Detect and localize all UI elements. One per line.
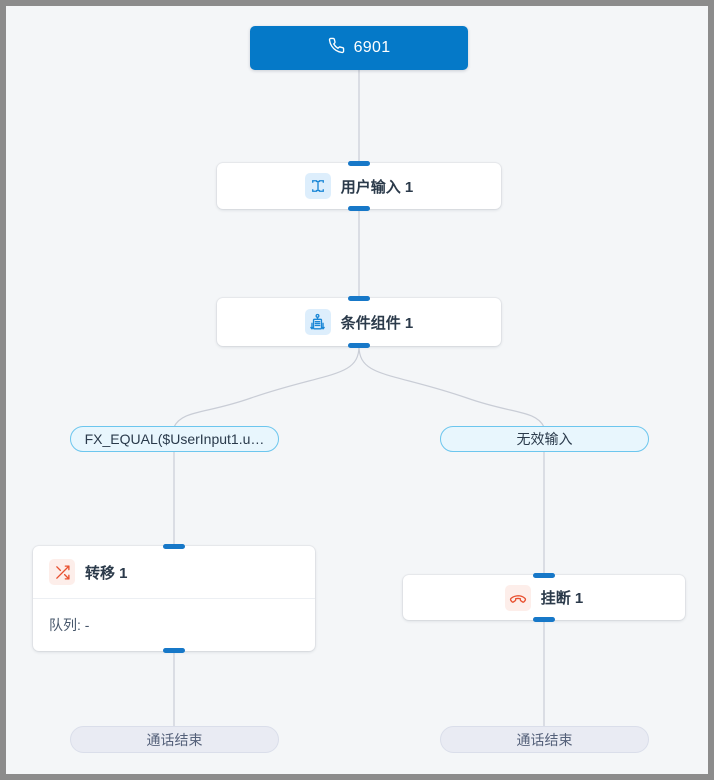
branch-label: FX_EQUAL($UserInput1.u… xyxy=(84,431,265,447)
transfer-header: 转移 1 xyxy=(33,546,315,599)
condition-icon xyxy=(304,309,331,335)
branch-pill-match[interactable]: FX_EQUAL($UserInput1.u… xyxy=(70,426,279,452)
entry-label: 6901 xyxy=(353,39,391,56)
edge-condition-to-branch-match xyxy=(173,345,360,428)
edge-condition-to-branch-invalid xyxy=(358,345,545,428)
handle-top[interactable] xyxy=(348,161,370,166)
flow-canvas[interactable]: 6901 用户输入 1 条件组件 1 xyxy=(6,6,708,774)
terminator-label: 通话结束 xyxy=(516,731,573,748)
node-entry-6901[interactable]: 6901 xyxy=(250,26,468,70)
node-title: 用户输入 1 xyxy=(340,178,414,196)
node-user-input-1[interactable]: 用户输入 1 xyxy=(217,161,501,211)
shuffle-icon xyxy=(49,559,75,585)
hangup-icon xyxy=(504,584,531,611)
edge-layer xyxy=(173,70,545,726)
phone-icon xyxy=(328,37,345,59)
handle-bottom[interactable] xyxy=(533,617,555,622)
node-title: 挂断 1 xyxy=(540,590,584,607)
node-condition-1[interactable]: 条件组件 1 xyxy=(217,296,501,348)
handle-bottom[interactable] xyxy=(348,343,370,348)
handle-top[interactable] xyxy=(348,296,370,301)
branch-pill-invalid[interactable]: 无效输入 xyxy=(440,426,649,452)
handle-top[interactable] xyxy=(163,544,185,549)
node-hangup-1[interactable]: 挂断 1 xyxy=(403,573,685,622)
transfer-queue-label: 队列: - xyxy=(49,617,90,633)
node-title: 转移 1 xyxy=(85,564,128,582)
text-input-icon xyxy=(304,173,331,199)
branch-label: 无效输入 xyxy=(516,431,573,447)
terminator-pill-right[interactable]: 通话结束 xyxy=(440,726,649,753)
terminator-pill-left[interactable]: 通话结束 xyxy=(70,726,279,753)
node-transfer-1[interactable]: 转移 1 队列: - xyxy=(33,544,315,653)
handle-top[interactable] xyxy=(533,573,555,578)
terminator-label: 通话结束 xyxy=(146,731,203,748)
node-title: 条件组件 1 xyxy=(340,314,414,332)
transfer-queue-row: 队列: - xyxy=(33,599,315,651)
handle-bottom[interactable] xyxy=(348,206,370,211)
handle-bottom[interactable] xyxy=(163,648,185,653)
